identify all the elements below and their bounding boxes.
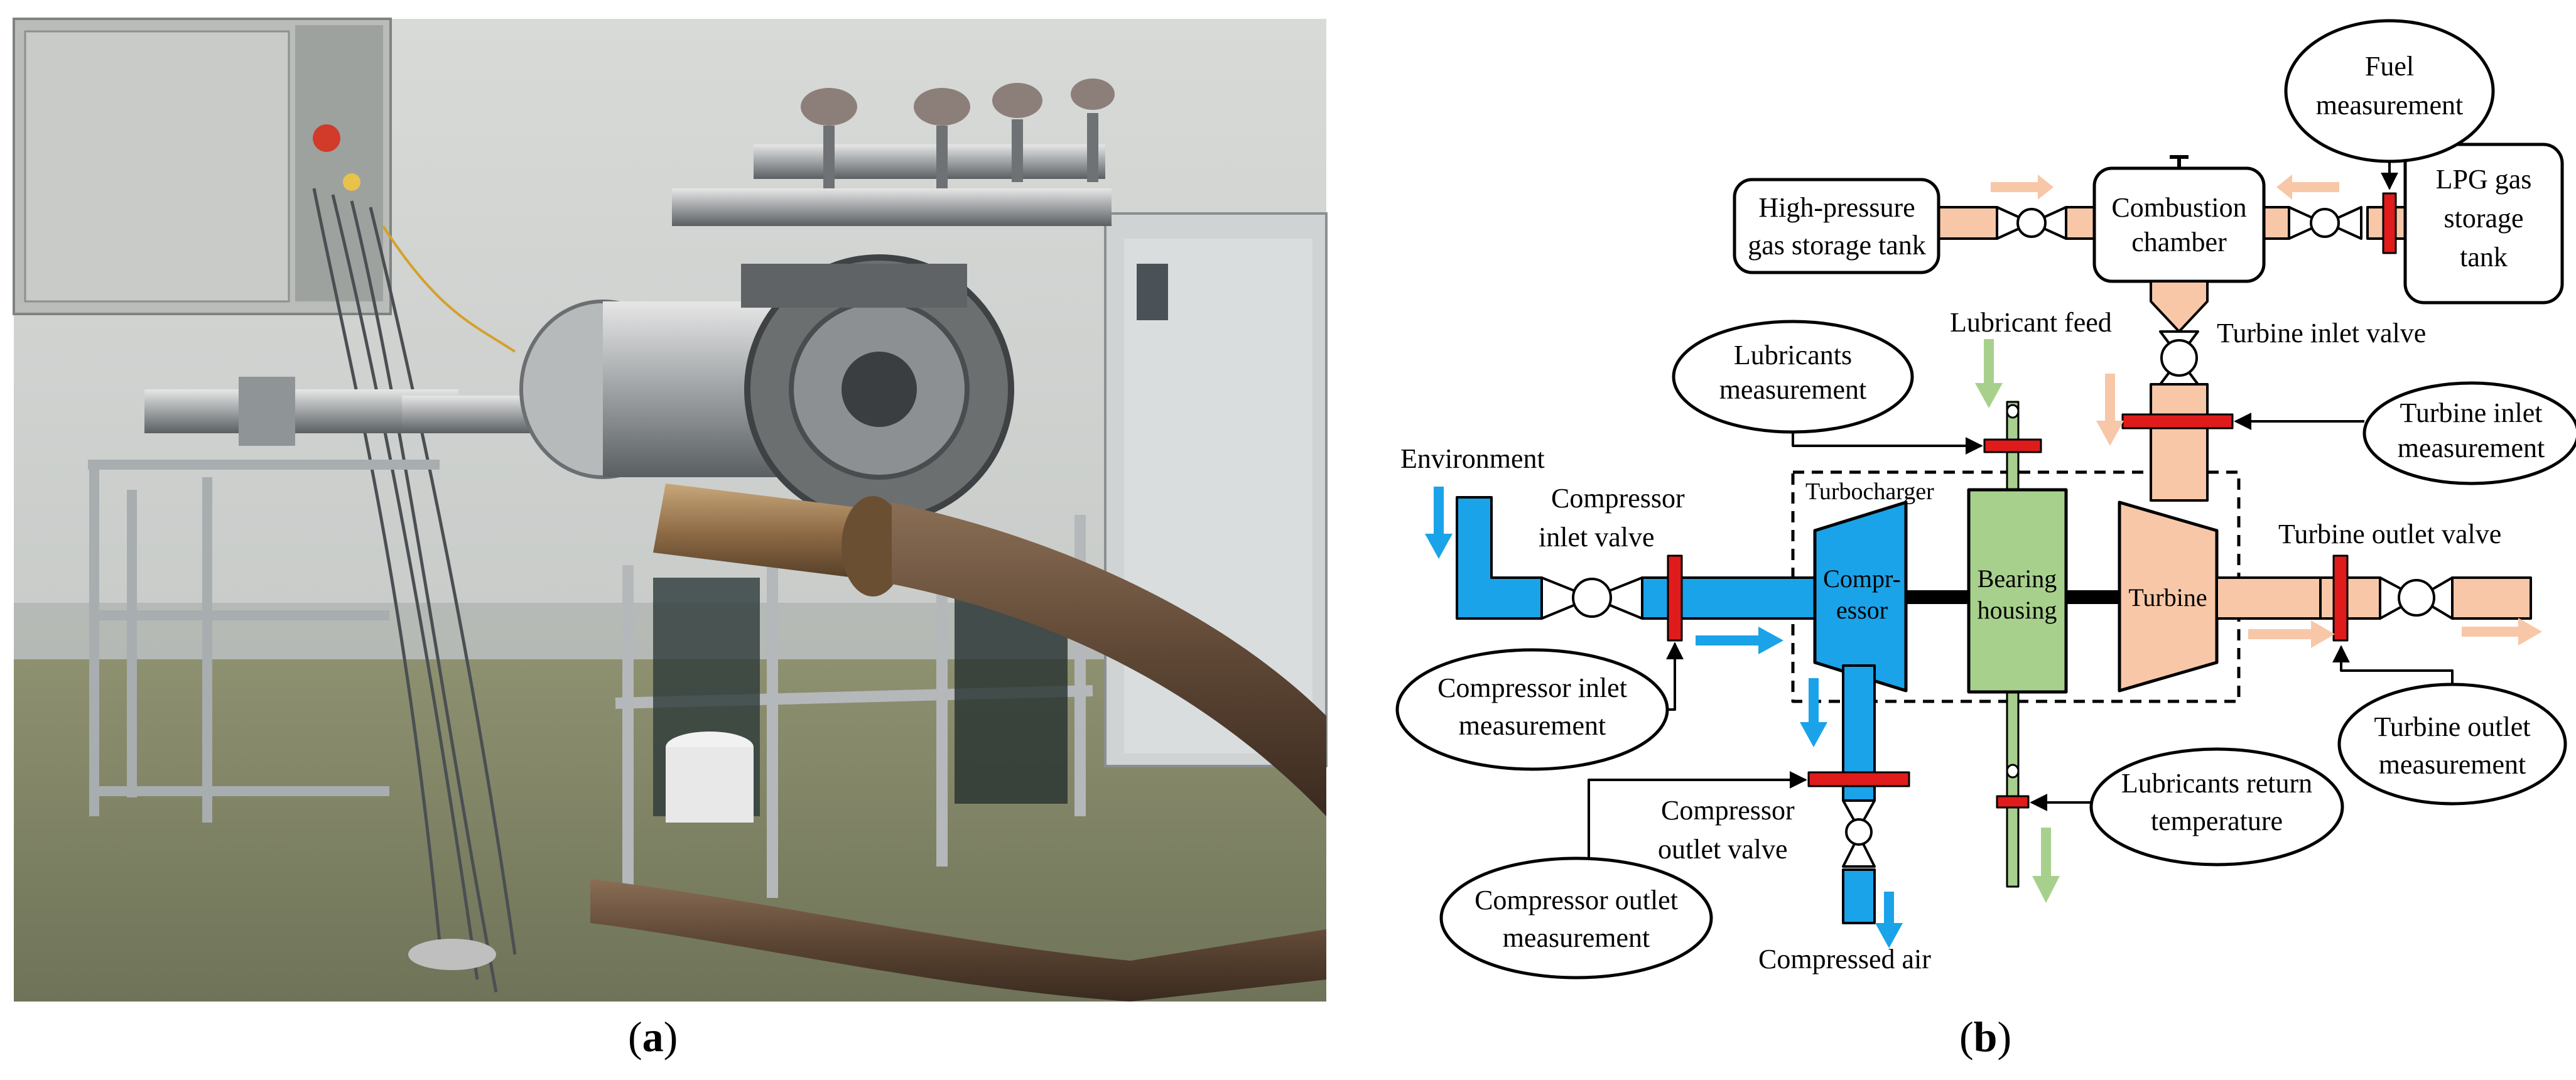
- hp-tank-pipe: [1936, 206, 1998, 240]
- turb-out-meas-label-2: measurement: [2379, 749, 2526, 780]
- fuel-measurement-ellipse: [2284, 19, 2495, 163]
- comp-out-meas-label-1: Compressor outlet: [1475, 885, 1678, 915]
- compressor-outlet-valve-label-1: Compressor: [1661, 795, 1795, 826]
- compressor: [1813, 500, 1908, 693]
- compressor-inlet-sensor: [1667, 554, 1683, 642]
- lpg-label-1: LPG gas: [2436, 164, 2532, 195]
- shaft-left: [1906, 590, 1969, 604]
- turbine-inlet-meas-label-2: measurement: [2398, 433, 2545, 463]
- compressor-inlet-valve-label-1: Compressor: [1551, 483, 1685, 514]
- lpg-label-3: tank: [2460, 242, 2508, 273]
- bearing-housing: [1967, 488, 2068, 694]
- turbine-inlet-arrow: [2096, 374, 2124, 446]
- lubricant-line: Lubricant feed: [1950, 307, 2112, 903]
- combustion-chamber-label-2: chamber: [2131, 227, 2227, 257]
- left-table: [88, 460, 440, 823]
- turb-out-meas-ellipse: [2337, 683, 2567, 806]
- turbine-inlet-meas-label-1: Turbine inlet: [2400, 397, 2543, 428]
- caption-b-letter: b: [1973, 1013, 1998, 1061]
- turbine: [2118, 500, 2219, 693]
- turbine-outlet-valve-label: Turbine outlet valve: [2278, 519, 2501, 549]
- lubricant-return-arrow: [2032, 828, 2060, 903]
- turbine-outlet-sensor: [2332, 554, 2349, 642]
- lpg-label-2: storage: [2443, 203, 2523, 234]
- fuel-measurement-label-1: Fuel: [2365, 51, 2414, 82]
- lubricants-meas-label-2: measurement: [1719, 374, 1867, 405]
- hp-tank-label-1: High-pressure: [1758, 192, 1915, 223]
- lubricants-meas-label-1: Lubricants: [1734, 340, 1852, 370]
- lpg-tank-box: [2403, 143, 2564, 305]
- environment-label: Environment: [1400, 443, 1545, 474]
- compressor-outlet-valve-label-2: outlet valve: [1658, 834, 1788, 865]
- environment-arrow: [1425, 487, 1453, 559]
- turbine-label: Turbine: [2128, 583, 2207, 612]
- lubricant-feed-arrow: [1975, 339, 2003, 408]
- comp-out-meas-label-2: measurement: [1503, 922, 1650, 953]
- turbine-outlet-flow-arrow: [2248, 620, 2335, 648]
- photo-panel: [13, 18, 1328, 1002]
- compressor-outlet-sensor: [1807, 771, 1910, 787]
- compressor-label-1: Compr-: [1823, 564, 1901, 593]
- gas-train: Combustion chamber High-pressure gas sto…: [1733, 143, 2564, 305]
- lub-return-label-2: temperature: [2151, 806, 2283, 836]
- comp-in-meas-ellipse: [1395, 648, 1669, 771]
- comp-out-meas-ellipse: [1439, 856, 1713, 980]
- turbine-outlet-path: [2216, 554, 2542, 648]
- fuel-measurement-label-2: measurement: [2316, 90, 2464, 121]
- shaft-right: [2066, 590, 2119, 604]
- hp-tank-label-2: gas storage tank: [1748, 230, 1925, 261]
- turbocharger-label: Turbocharger: [1805, 478, 1934, 505]
- turbine-inlet-meas-ellipse: [2362, 381, 2576, 485]
- compressor-label-2: essor: [1836, 596, 1888, 624]
- turbine-inlet-valve: [2159, 330, 2199, 386]
- compressor-outlet-valve: [1842, 799, 1876, 868]
- compressor-inlet-valve-label-2: inlet valve: [1539, 522, 1655, 553]
- caption-b: (b): [1959, 1013, 2012, 1061]
- inlet-pipe: [144, 377, 590, 446]
- turbine-inlet-valve-label: Turbine inlet valve: [2217, 318, 2426, 348]
- bearing-label-2: housing: [1978, 596, 2057, 624]
- turb-out-meas-label-1: Turbine outlet: [2374, 711, 2531, 742]
- control-cabinet: [13, 18, 517, 993]
- schematic-panel: Turbocharger: [1395, 19, 2576, 980]
- compressor-inlet-flow-arrow: [1696, 627, 1783, 654]
- turbine-inlet-line: Turbine inlet valve: [2096, 280, 2426, 502]
- fuel-sensor: [2382, 192, 2397, 254]
- lubricant-return-sensor: [1996, 795, 2030, 809]
- compressor-outlet-flow-arrow: [1800, 678, 1827, 747]
- combustion-chamber-box: [2092, 166, 2266, 283]
- lub-return-label-1: Lubricants return: [2121, 768, 2312, 799]
- flex-hose: [590, 502, 1326, 1002]
- gas-flow-arrows: [1991, 175, 2339, 200]
- exhaust-arrow: [2462, 618, 2542, 645]
- lubricant-feed-sensor: [1983, 438, 2042, 453]
- compressed-air-arrow: [1875, 892, 1903, 948]
- lub-return-ellipse: [2089, 747, 2344, 867]
- compressor-outlet-path: [1800, 664, 1910, 948]
- upper-piping: [672, 78, 1115, 226]
- turbine-outlet-valve: [2379, 576, 2454, 620]
- combustion-chamber-label-1: Combustion: [2111, 192, 2246, 223]
- caption-a-letter: a: [642, 1013, 664, 1061]
- hp-tank-valve: [1996, 206, 2067, 240]
- compressor-inlet-valve: [1540, 576, 1643, 620]
- comp-in-meas-label-1: Compressor inlet: [1437, 672, 1627, 703]
- lpg-valve: [2288, 206, 2362, 240]
- comp-in-meas-label-2: measurement: [1459, 710, 1606, 741]
- hp-tank-box: [1733, 178, 1940, 274]
- turbine-inlet-sensor: [2121, 413, 2234, 429]
- caption-a: (a): [628, 1013, 678, 1061]
- compressor-inlet-path: [1425, 487, 1816, 654]
- compressed-air-label: Compressed air: [1758, 944, 1931, 975]
- combustion-body: [519, 254, 1014, 524]
- bearing-label-1: Bearing: [1978, 564, 2057, 593]
- exhaust-pipe: [653, 483, 917, 597]
- lubricant-feed-label: Lubricant feed: [1950, 307, 2112, 338]
